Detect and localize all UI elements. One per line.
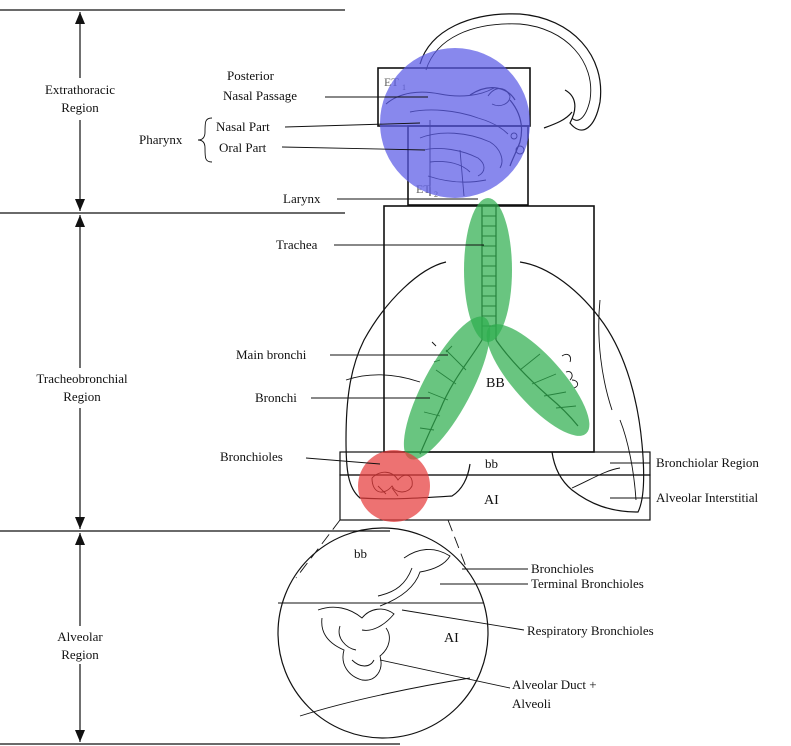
bronchiolar-region-label: Bronchiolar Region — [656, 455, 759, 470]
bronchi-label: Bronchi — [255, 390, 297, 405]
posterior-nasal-label-line1: Posterior — [227, 68, 275, 83]
extrathoracic-region-label-line2: Region — [61, 100, 99, 115]
tracheobronchial-region-label-line1: Tracheobronchial — [36, 371, 128, 386]
pharynx-label: Pharynx — [139, 132, 183, 147]
extrathoracic-region-label-line1: Extrathoracic — [45, 82, 115, 97]
alveolar-inset: bb AI — [278, 520, 488, 738]
alveolar-interstitial-label: Alveolar Interstitial — [656, 490, 759, 505]
trachea-label: Trachea — [276, 237, 318, 252]
bb-band-code: bb — [485, 456, 498, 471]
tracheobronchial-region-label-line2: Region — [63, 389, 101, 404]
main-bronchi-label: Main bronchi — [236, 347, 307, 362]
terminal-bronchioles-label: Terminal Bronchioles — [531, 576, 644, 591]
alveolar-duct-label-line1: Alveolar Duct + — [512, 677, 597, 692]
extrathoracic-highlight — [380, 48, 530, 198]
alveolar-region-label-line1: Alveolar — [57, 629, 103, 644]
larynx-label: Larynx — [283, 191, 321, 206]
bronchiolar-highlight — [358, 450, 430, 522]
region-scale: Extrathoracic Region Tracheobronchial Re… — [0, 10, 400, 744]
nasal-part-label: Nasal Part — [216, 119, 270, 134]
oral-part-label: Oral Part — [219, 140, 267, 155]
bb-inset-code: bb — [354, 546, 367, 561]
bronchioles-label: Bronchioles — [220, 449, 283, 464]
inset-bronchioles-label: Bronchioles — [531, 561, 594, 576]
alveolar-duct-label-line2: Alveoli — [512, 696, 551, 711]
respiratory-bronchioles-label: Respiratory Bronchioles — [527, 623, 654, 638]
ai-inset-code: AI — [444, 631, 459, 646]
alveolar-region-label-line2: Region — [61, 647, 99, 662]
ai-band-code: AI — [484, 493, 499, 508]
posterior-nasal-label-line2: Nasal Passage — [223, 88, 297, 103]
bb-main-code: BB — [486, 376, 505, 391]
